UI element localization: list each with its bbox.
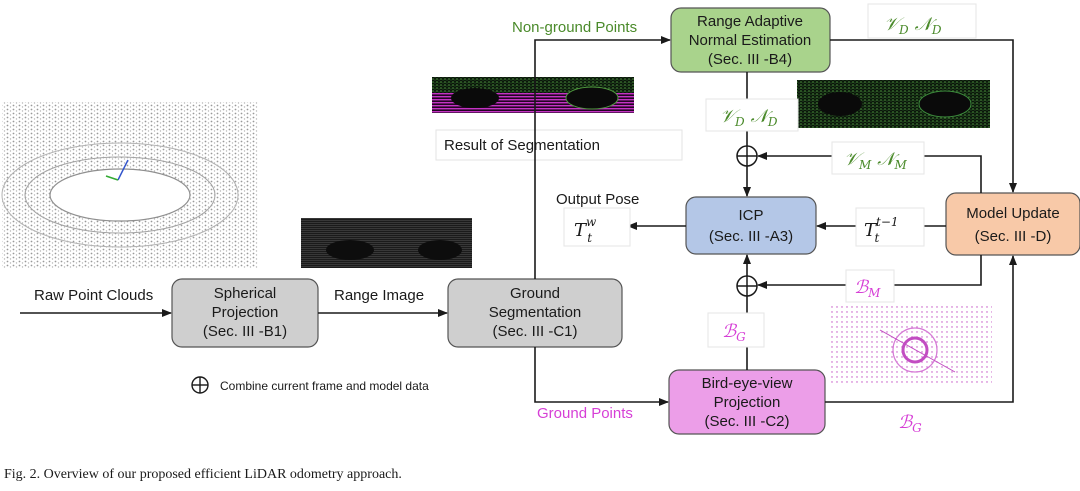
spherical-line2: Projection [212,304,279,321]
result-label-box [435,129,683,161]
spherical-projection-box[interactable]: Spherical Projection (Sec. III -B1) [171,278,319,348]
combine-legend-text: Combine current frame and model data [220,379,429,393]
vd-nd-mid-box [705,98,799,132]
figure-caption: Fig. 2. Overview of our proposed efficie… [4,467,402,482]
bev-line2: Projection [714,394,781,411]
ground-points-label: Ground Points [537,405,633,422]
range-adaptive-line3: (Sec. III -B4) [708,51,792,68]
raw-point-clouds-label: Raw Point Clouds [34,287,153,304]
arrows [20,36,1017,406]
model-update-box[interactable]: Model Update (Sec. III -D) [945,192,1080,256]
ground-segmentation-box[interactable]: Ground Segmentation (Sec. III -C1) [447,278,623,348]
tw-box [563,207,631,247]
combine-legend: Combine current frame and model data [191,376,429,394]
model-update-line1: Model Update [966,205,1059,222]
tt1-box [855,207,925,247]
ground-seg-line1: Ground [510,285,560,302]
combine-symbol-bottom [736,275,758,297]
model-update-line2: (Sec. III -D) [975,228,1052,245]
bev-line3: (Sec. III -C2) [704,413,789,430]
icp-line1: ICP [738,207,763,224]
range-adaptive-line2: Normal Estimation [689,32,812,49]
range-adaptive-line1: Range Adaptive [697,13,803,30]
bm-box [845,269,895,303]
non-ground-points-label: Non-ground Points [512,19,637,36]
spherical-line1: Spherical [214,285,277,302]
segmentation-result-image [432,77,634,113]
vd-nd-top-box [867,3,977,39]
non-ground-normal-image [797,80,990,128]
output-pose-label: Output Pose [556,191,639,208]
bev-image [830,306,992,384]
result-of-segmentation-label: Result of Segmentation [444,137,600,154]
raw-point-cloud-image [1,102,258,268]
bev-line1: Bird-eye-view [702,375,793,392]
vm-nm-box [831,141,925,175]
spherical-line3: (Sec. III -B1) [203,323,287,340]
range-image-label: Range Image [334,287,424,304]
range-image-thumbnail [301,218,472,268]
bg-mid-box [707,312,765,348]
icp-box[interactable]: ICP (Sec. III -A3) [685,196,817,255]
ground-seg-line3: (Sec. III -C1) [492,323,577,340]
bg-bottom: ℬG [898,412,922,435]
range-adaptive-normal-box[interactable]: Range Adaptive Normal Estimation (Sec. I… [670,7,831,73]
bm: ℬM [854,277,881,300]
ground-seg-line2: Segmentation [489,304,582,321]
icp-line2: (Sec. III -A3) [709,228,793,245]
combine-symbol-top [736,145,758,167]
bg-mid: ℬG [722,321,746,344]
bev-projection-box[interactable]: Bird-eye-view Projection (Sec. III -C2) [668,369,826,435]
